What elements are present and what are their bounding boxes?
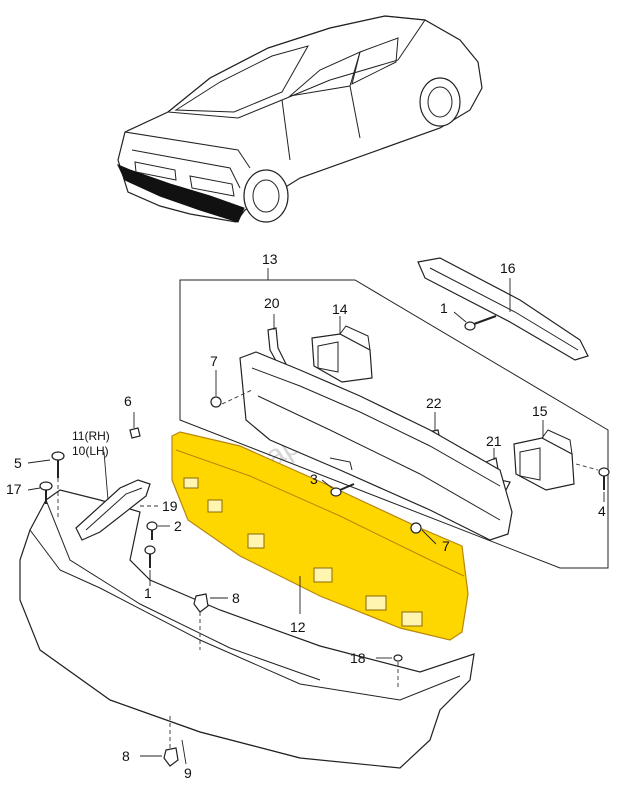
part-16-bar [417, 257, 589, 361]
callout-15: 15 [532, 403, 548, 419]
callout-1-upper: 1 [440, 300, 448, 316]
callout-8-upper: 8 [232, 590, 240, 606]
fastener-7-nut-a [210, 370, 253, 408]
fastener-18 [376, 654, 403, 690]
fastener-8-clip-b [140, 714, 179, 767]
callout-12: 12 [290, 619, 306, 635]
callout-8-lower: 8 [122, 748, 130, 764]
callout-2: 2 [174, 518, 182, 534]
fastener-17-screw [27, 481, 53, 504]
fastener-3-bolt [321, 479, 355, 497]
callout-6: 6 [124, 393, 132, 409]
part-10-11-bracket [75, 451, 151, 541]
callout-7-lower: 7 [442, 538, 450, 554]
callout-13: 13 [262, 251, 278, 267]
callout-18: 18 [350, 650, 366, 666]
callout-16: 16 [500, 260, 516, 276]
callout-21: 21 [486, 433, 502, 449]
callout-11-rh: 11(RH) [72, 429, 110, 443]
fastener-4-bolt [575, 463, 610, 502]
callout-4: 4 [598, 503, 606, 519]
part-12-absorber-highlighted [171, 431, 469, 641]
callout-22: 22 [426, 395, 442, 411]
callout-1-lower: 1 [144, 585, 152, 601]
car-overview [117, 15, 483, 223]
bumper-beam [239, 351, 513, 541]
callout-7-upper: 7 [210, 353, 218, 369]
fastener-2-bolt [146, 521, 170, 540]
part-14-bracket [311, 316, 373, 383]
callout-9: 9 [184, 765, 192, 781]
callout-3: 3 [310, 471, 318, 487]
fastener-1-bolt-a [453, 311, 497, 331]
callout-19: 19 [162, 498, 178, 514]
fastener-6 [129, 412, 141, 439]
callout-14: 14 [332, 301, 348, 317]
fastener-5-screw [27, 451, 65, 520]
fastener-7-nut-b [410, 522, 437, 545]
assembly-frame-13 [179, 268, 609, 569]
fastener-8-clip-a [193, 593, 228, 650]
callout-5: 5 [14, 455, 22, 471]
fastener-1-bolt-b [144, 545, 156, 586]
callout-20: 20 [264, 295, 280, 311]
callout-10-lh: 10(LH) [72, 444, 109, 458]
callout-17: 17 [6, 481, 22, 497]
part-15-bracket [513, 420, 575, 491]
